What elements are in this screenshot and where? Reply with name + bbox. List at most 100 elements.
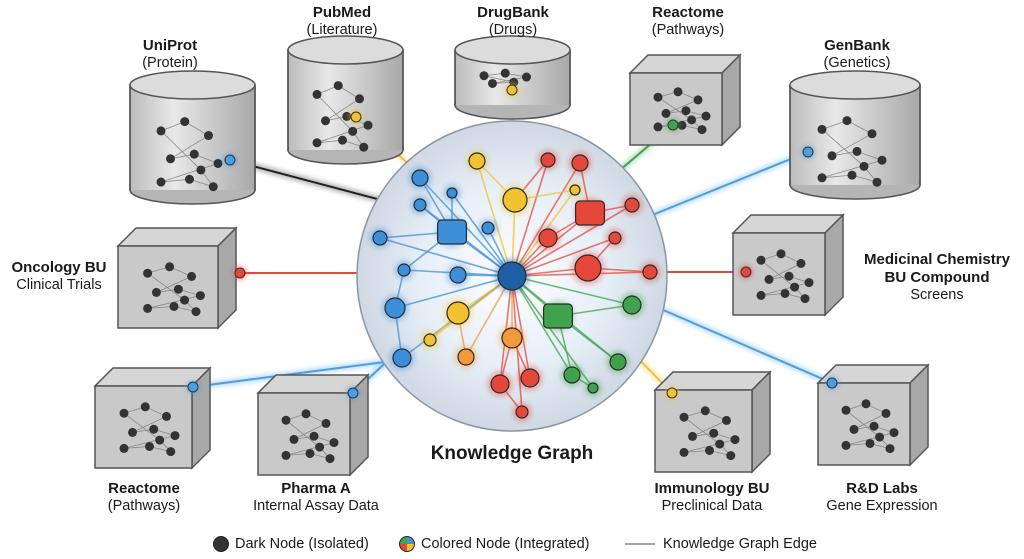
inner-edge [170, 135, 209, 160]
dark-node [500, 68, 510, 78]
cylinder-top [129, 70, 256, 100]
source-label-medchem: Medicinal Chemistry BU Compound Screens [856, 251, 1018, 304]
graph-edge [511, 162, 581, 277]
source-container-genbank [789, 70, 921, 200]
source-title: R&D Labs [846, 480, 918, 497]
cube-side-face [751, 370, 771, 474]
source-title: Reactome [652, 4, 724, 21]
dark-node [673, 87, 683, 97]
inner-edge [123, 412, 160, 441]
dark-node [790, 282, 800, 292]
cylinder-top [789, 70, 921, 100]
dark-node [348, 126, 358, 136]
dark-node [338, 135, 347, 145]
inner-edge [821, 174, 853, 179]
source-subtitle: Clinical Trials [16, 277, 102, 293]
source-title: Pharma A [281, 480, 351, 497]
cube-side-face [217, 226, 237, 330]
inner-edge [821, 129, 865, 167]
dark-node [784, 271, 794, 281]
graph-edge [394, 275, 513, 309]
source-subtitle: Gene Expression [826, 498, 938, 514]
source-label-pubmed: PubMed (Literature) [282, 4, 402, 39]
inner-edge [831, 133, 873, 157]
dark-node [776, 249, 786, 259]
inner-edge [657, 96, 692, 121]
data-source-containers [93, 35, 930, 477]
source-container-reactome-top [628, 53, 742, 147]
dark-node [780, 288, 790, 298]
dark-node [841, 405, 851, 415]
dark-node [180, 295, 190, 305]
graph-node [468, 152, 486, 170]
dark-node [653, 122, 663, 132]
dark-node [889, 428, 899, 438]
graph-edge [379, 237, 513, 277]
dark-node [309, 431, 319, 441]
graph-node [642, 264, 658, 280]
dark-node [865, 438, 875, 448]
dark-node [170, 431, 180, 441]
dark-node [315, 442, 325, 452]
graph-node [449, 266, 467, 284]
dark-node [715, 439, 725, 449]
source-subtitle: Preclinical Data [661, 498, 763, 514]
dark-node [861, 399, 871, 409]
link-line-uniprot [229, 159, 401, 206]
dark-node [679, 412, 689, 422]
source-container-immunology [653, 370, 772, 474]
source-label-uniprot: UniProt (Protein) [110, 37, 230, 72]
graph-node [490, 374, 510, 394]
source-label-pharma: Pharma A Internal Assay Data [236, 480, 396, 515]
knowledge-graph-sphere [356, 120, 668, 432]
dark-node [204, 131, 213, 141]
graph-node [411, 169, 429, 187]
dark-node [156, 126, 166, 136]
source-container-oncology [116, 226, 247, 330]
source-label-genbank: GenBank (Genetics) [797, 37, 917, 72]
dark-node [333, 81, 343, 91]
source-container-reactome-bottom [93, 366, 212, 470]
dark-node [355, 94, 364, 104]
colored-node-icon [399, 536, 415, 552]
graph-node [372, 230, 388, 246]
inner-edge [325, 98, 360, 122]
dark-node [841, 440, 851, 450]
dark-node [305, 448, 315, 458]
graph-edge [476, 160, 513, 277]
source-title: GenBank [824, 37, 890, 54]
source-label-rd: R&D Labs Gene Expression [812, 480, 952, 515]
inner-edge [184, 121, 209, 136]
dark-node [700, 406, 710, 416]
integrated-node [826, 377, 838, 389]
cylinder-body-fill [289, 50, 402, 150]
source-subtitle: (Pathways) [107, 498, 181, 514]
dark-node [329, 438, 339, 448]
dark-node [185, 174, 194, 184]
dark-node [143, 268, 153, 278]
inner-edge [160, 130, 202, 171]
graph-entity-node [437, 219, 468, 245]
dark-node [722, 415, 731, 425]
integrated-node [667, 119, 679, 131]
dark-node [804, 278, 814, 288]
dark-node [213, 158, 223, 168]
cube-side-face [824, 213, 844, 317]
dark-node [145, 441, 154, 451]
dark-node [847, 170, 857, 180]
dark-node [661, 108, 671, 118]
dark-node [697, 125, 707, 135]
inner-edge [665, 99, 699, 114]
source-label-drugbank: DrugBank (Drugs) [453, 4, 573, 39]
graph-node [538, 228, 558, 248]
graph-node [520, 368, 540, 388]
dark-node [321, 116, 330, 126]
cube-front-face [629, 72, 723, 146]
dark-node [653, 92, 663, 102]
integrated-node [347, 387, 359, 399]
cylinder-top [287, 35, 404, 65]
inner-edge [683, 416, 720, 445]
integrated-node [506, 84, 518, 96]
source-subtitle: (Drugs) [488, 22, 538, 38]
source-container-pharma [256, 373, 370, 477]
